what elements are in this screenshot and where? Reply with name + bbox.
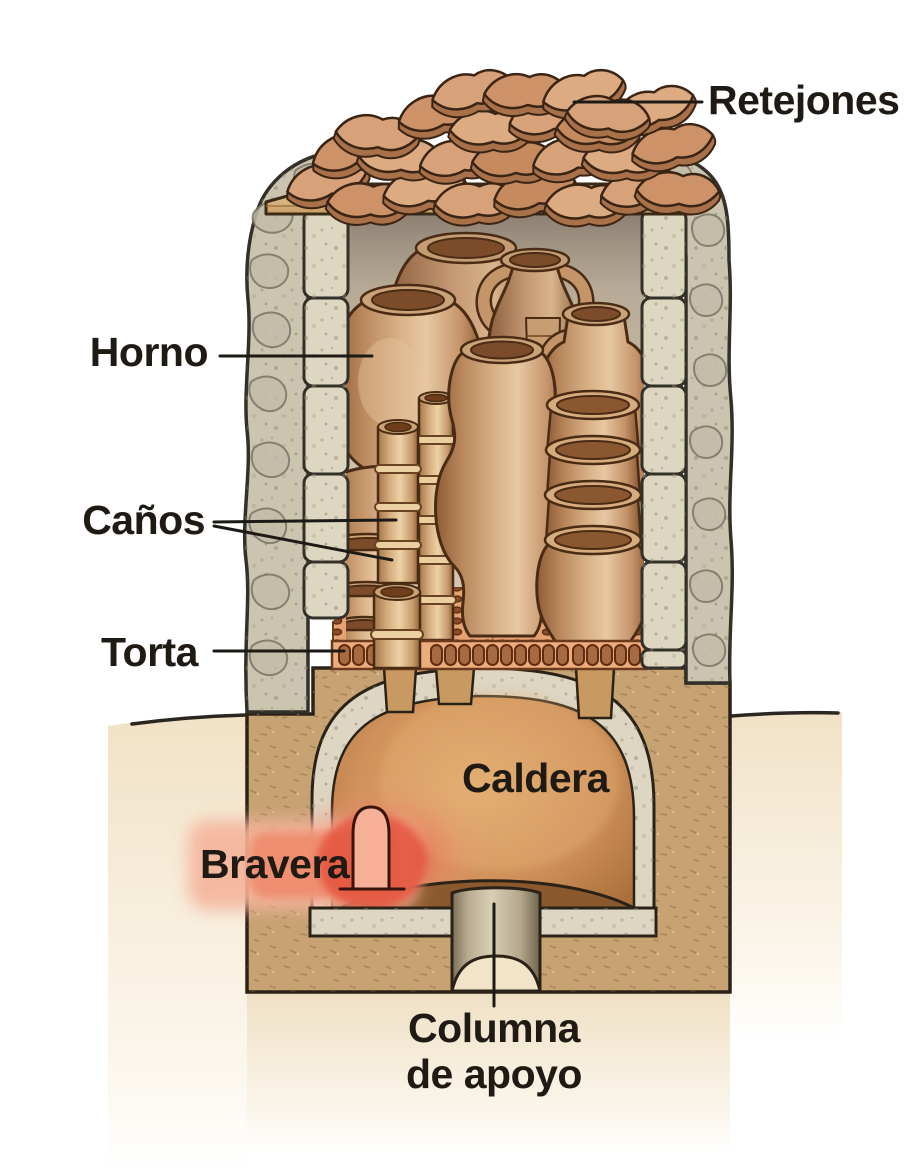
label-torta: Torta: [101, 629, 198, 675]
torta-front-edge: [330, 583, 648, 671]
kiln-wall-right: [638, 148, 734, 685]
label-bravera: Bravera: [200, 841, 350, 887]
support-column: [450, 886, 542, 993]
column-arch-opening: [450, 954, 542, 993]
retejones-tile-pile: [282, 65, 723, 233]
label-columna-line2: de apoyo: [406, 1050, 582, 1097]
floor-slab: [308, 906, 658, 938]
support-pillars: [382, 666, 616, 720]
leader-canos-2: [212, 524, 394, 562]
label-canos: Caños: [82, 497, 205, 543]
pottery-stack: [346, 231, 644, 660]
label-horno: Horno: [89, 329, 209, 375]
bravera-flame: [188, 805, 427, 910]
leader-lines: [212, 100, 704, 1008]
label-columna-de-apoyo: Columna de apoyo: [374, 1005, 614, 1098]
leader-canos-1: [212, 518, 398, 524]
kiln-wall-left: [242, 148, 354, 714]
label-caldera: Caldera: [462, 755, 609, 801]
label-columna-line1: Columna: [408, 1005, 580, 1051]
label-retejones: Retejones: [708, 77, 900, 123]
flame-arch: [351, 805, 391, 891]
